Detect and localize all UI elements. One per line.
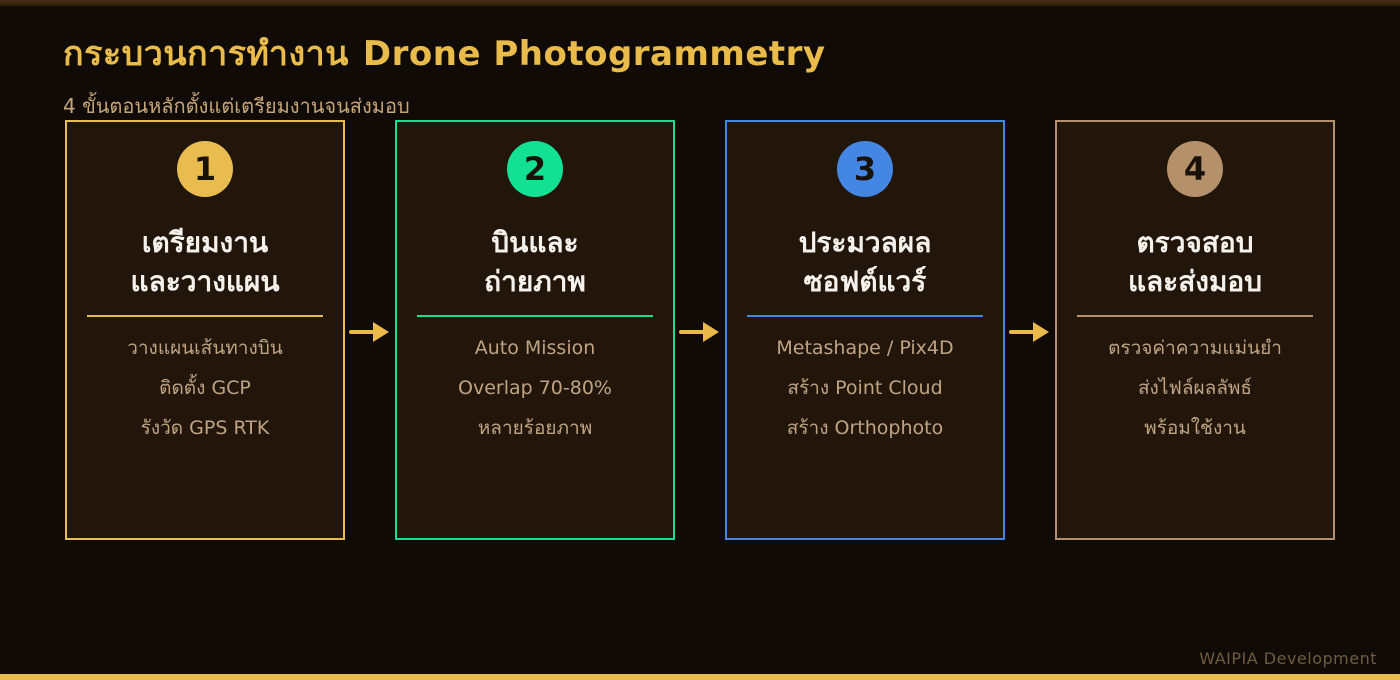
step-number-badge: 4	[1167, 141, 1223, 197]
page-title: กระบวนการทำงาน Drone Photogrammetry	[63, 26, 826, 80]
flow-connector	[675, 120, 725, 540]
step-card-4: 4 ตรวจสอบ และส่งมอบ ตรวจค่าความแม่นยำ ส่…	[1055, 120, 1335, 540]
step-items: ตรวจค่าความแม่นยำ ส่งไฟล์ผลลัพธ์ พร้อมใช…	[1057, 328, 1333, 448]
step-number: 2	[523, 150, 547, 188]
step-card-3: 3 ประมวลผล ซอฟต์แวร์ Metashape / Pix4D ส…	[725, 120, 1005, 540]
step-items: Metashape / Pix4D สร้าง Point Cloud สร้า…	[727, 328, 1003, 448]
flow-connector	[1005, 120, 1055, 540]
arrow-right-icon	[1009, 322, 1051, 342]
step-title-line2: และวางแผน	[130, 265, 280, 299]
bottom-accent-bar	[0, 674, 1400, 680]
step-number-badge: 2	[507, 141, 563, 197]
step-title-line2: ซอฟต์แวร์	[803, 265, 927, 299]
step-title: ประมวลผล ซอฟต์แวร์	[727, 223, 1003, 301]
step-title: บินและ ถ่ายภาพ	[397, 223, 673, 301]
step-item: รังวัด GPS RTK	[140, 417, 270, 440]
step-items: วางแผนเส้นทางบิน ติดตั้ง GCP รังวัด GPS …	[67, 328, 343, 448]
step-items: Auto Mission Overlap 70-80% หลายร้อยภาพ	[397, 328, 673, 448]
watermark: WAIPIA Development	[1199, 649, 1377, 668]
step-card-1: 1 เตรียมงาน และวางแผน วางแผนเส้นทางบิน ต…	[65, 120, 345, 540]
step-divider	[1077, 315, 1313, 318]
step-item: สร้าง Point Cloud	[787, 377, 943, 400]
step-item: ส่งไฟล์ผลลัพธ์	[1137, 377, 1253, 400]
step-divider	[87, 315, 323, 318]
step-item: ตรวจค่าความแม่นยำ	[1108, 337, 1282, 360]
title-thai: กระบวนการทำงาน	[63, 34, 349, 74]
header: กระบวนการทำงาน Drone Photogrammetry 4 ขั…	[63, 26, 826, 122]
step-item: วางแผนเส้นทางบิน	[127, 337, 283, 360]
step-title-line1: ตรวจสอบ	[1136, 226, 1254, 259]
step-title-line1: เตรียมงาน	[141, 226, 269, 259]
step-divider	[747, 315, 983, 318]
step-title: ตรวจสอบ และส่งมอบ	[1057, 223, 1333, 301]
step-item: หลายร้อยภาพ	[477, 417, 593, 440]
step-number: 4	[1183, 150, 1207, 188]
flow-connector	[345, 120, 395, 540]
step-item: Auto Mission	[474, 337, 596, 360]
top-accent-bar	[0, 0, 1400, 6]
step-number-badge: 1	[177, 141, 233, 197]
step-title-line1: บินและ	[491, 226, 579, 259]
page-subtitle: 4 ขั้นตอนหลักตั้งแต่เตรียมงานจนส่งมอบ	[63, 94, 410, 118]
step-item: Metashape / Pix4D	[776, 337, 954, 360]
process-flow: 1 เตรียมงาน และวางแผน วางแผนเส้นทางบิน ต…	[65, 120, 1335, 540]
arrow-right-icon	[349, 322, 391, 342]
step-number: 1	[193, 150, 217, 188]
step-number: 3	[853, 150, 877, 188]
step-title-line2: ถ่ายภาพ	[484, 265, 586, 299]
step-number-badge: 3	[837, 141, 893, 197]
step-item: พร้อมใช้งาน	[1144, 417, 1246, 440]
title-english: Drone Photogrammetry	[362, 34, 826, 74]
step-divider	[417, 315, 653, 318]
step-title: เตรียมงาน และวางแผน	[67, 223, 343, 301]
step-title-line2: และส่งมอบ	[1127, 265, 1263, 299]
step-item: สร้าง Orthophoto	[786, 417, 944, 440]
arrow-right-icon	[679, 322, 721, 342]
step-item: ติดตั้ง GCP	[159, 377, 251, 400]
step-card-2: 2 บินและ ถ่ายภาพ Auto Mission Overlap 70…	[395, 120, 675, 540]
step-item: Overlap 70-80%	[458, 377, 612, 400]
step-title-line1: ประมวลผล	[798, 226, 932, 259]
